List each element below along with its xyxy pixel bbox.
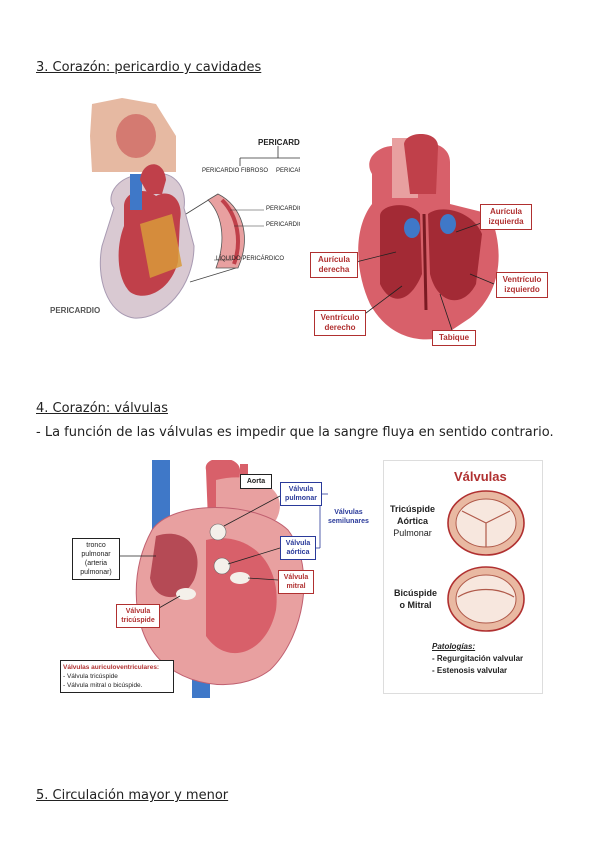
tronco-line2: pulmonar [81, 551, 111, 558]
valvula-tricuspide-box: Válvula tricúspide [116, 604, 160, 628]
tronco-pulmonar-box: tronco pulmonar (arteria pulmonar) [72, 538, 120, 580]
auricula-derecha-box: Aurícula derecha [310, 252, 358, 278]
valve-aortica-label: Aórtica [397, 516, 429, 526]
valve-pulmonar-label: Pulmonar [393, 528, 432, 538]
tronco-line4: pulmonar) [80, 569, 112, 576]
patologia-estenosis: - Estenosis valvular [432, 666, 508, 675]
ventriculo-izquierdo-line1: Ventrículo [502, 275, 542, 284]
ventriculo-derecho-line1: Ventrículo [320, 313, 360, 322]
valvulas-semilunares-label: Válvulas semilunares [328, 508, 369, 526]
valvula-pulmonar-box: Válvula pulmonar [280, 482, 322, 506]
section-5-heading: 5. Circulación mayor y menor [36, 788, 229, 803]
valvula-pulmonar-line2: pulmonar [285, 495, 317, 502]
valvulas-panel-figure: Válvulas Tricúspide Aórtica Pulmonar Bic… [383, 460, 543, 694]
auricula-izquierda-line2: izquierda [488, 217, 524, 226]
valve-mitral-label: o Mitral [399, 600, 432, 610]
valvula-mitral-box: Válvula mitral [278, 570, 314, 594]
cavidades-illustration [355, 134, 499, 340]
valve-drawings [447, 490, 525, 632]
pericardio-parietal-label: PERICARDIO PARIETAL [266, 206, 333, 212]
tronco-line1: tronco [86, 542, 106, 549]
ventriculo-izquierdo-box: Ventrículo izquierdo [496, 272, 548, 298]
ventriculo-derecho-line2: derecho [324, 323, 356, 332]
valve-tricuspide-label: Tricúspide [390, 504, 436, 514]
valvulas-panel-title: Válvulas [454, 469, 507, 484]
section-3-heading: 3. Corazón: pericardio y cavidades [36, 60, 262, 75]
ventriculo-izquierdo-line2: izquierdo [504, 285, 540, 294]
av-valves-title: Válvulas auriculoventriculares: [63, 664, 160, 671]
valve-group-2: Bicúspide o Mitral [394, 587, 437, 611]
valvula-aortica-line1: Válvula [285, 540, 311, 547]
pericardio-fibroso-label: PERICARDIO FIBROSO [202, 168, 269, 174]
valvula-mitral-line1: Válvula [283, 574, 309, 581]
valvula-aortica-line2: aórtica [286, 549, 310, 556]
valvulas-semilunares-line2: semilunares [328, 518, 369, 525]
valvula-tricuspide-line2: tricúspide [121, 617, 155, 624]
auricula-izquierda-box: Aurícula izquierda [480, 204, 532, 230]
tabique-box: Tabique [432, 330, 476, 346]
heart-valves-figure: Aorta Válvula pulmonar Válvulas semiluna… [56, 460, 378, 698]
ventriculo-derecho-box: Ventrículo derecho [314, 310, 366, 336]
heart-valves-illustration [118, 460, 328, 698]
valvula-pulmonar-line1: Válvula [288, 486, 314, 493]
patologias-block: Patologías: - Regurgitación valvular - E… [432, 641, 523, 677]
valve-bicuspide-label: Bicúspide [394, 588, 438, 598]
aorta-label-box: Aorta [240, 474, 272, 489]
patologia-regurgitacion: - Regurgitación valvular [432, 654, 524, 663]
tronco-line3: (arteria [84, 560, 108, 567]
patologias-title: Patologías: [432, 642, 476, 651]
liquido-pericardico-label: LÍQUIDO PERICÁRDICO [216, 256, 285, 262]
section-4-heading: 4. Corazón: válvulas [36, 401, 168, 416]
auricula-derecha-line2: derecha [318, 265, 350, 274]
auricula-izquierda-line1: Aurícula [489, 207, 522, 216]
valvula-aortica-box: Válvula aórtica [280, 536, 316, 560]
pericardio-main-label: PERICARDIO [50, 306, 101, 315]
pericardio-illustration [90, 98, 339, 319]
valvula-tricuspide-line1: Válvula [125, 608, 151, 615]
valvulas-description: - La función de las válvulas es impedir … [36, 425, 554, 440]
pericardio-title-label: PERICARDIO [258, 138, 309, 147]
valvulas-semilunares-line1: Válvulas [334, 509, 363, 516]
valve-group-1: Tricúspide Aórtica Pulmonar [390, 503, 435, 539]
av-valves-item-1: - Válvula tricúspide [63, 673, 118, 680]
av-valves-note: Válvulas auriculoventriculares: - Válvul… [60, 660, 174, 693]
auricula-derecha-line1: Aurícula [317, 255, 350, 264]
valvula-mitral-line2: mitral [286, 583, 306, 590]
av-valves-item-2: - Válvula mitral o bicúspide. [63, 682, 143, 689]
cavidades-figure: Aurícula izquierda Aurícula derecha Vent… [300, 134, 554, 348]
